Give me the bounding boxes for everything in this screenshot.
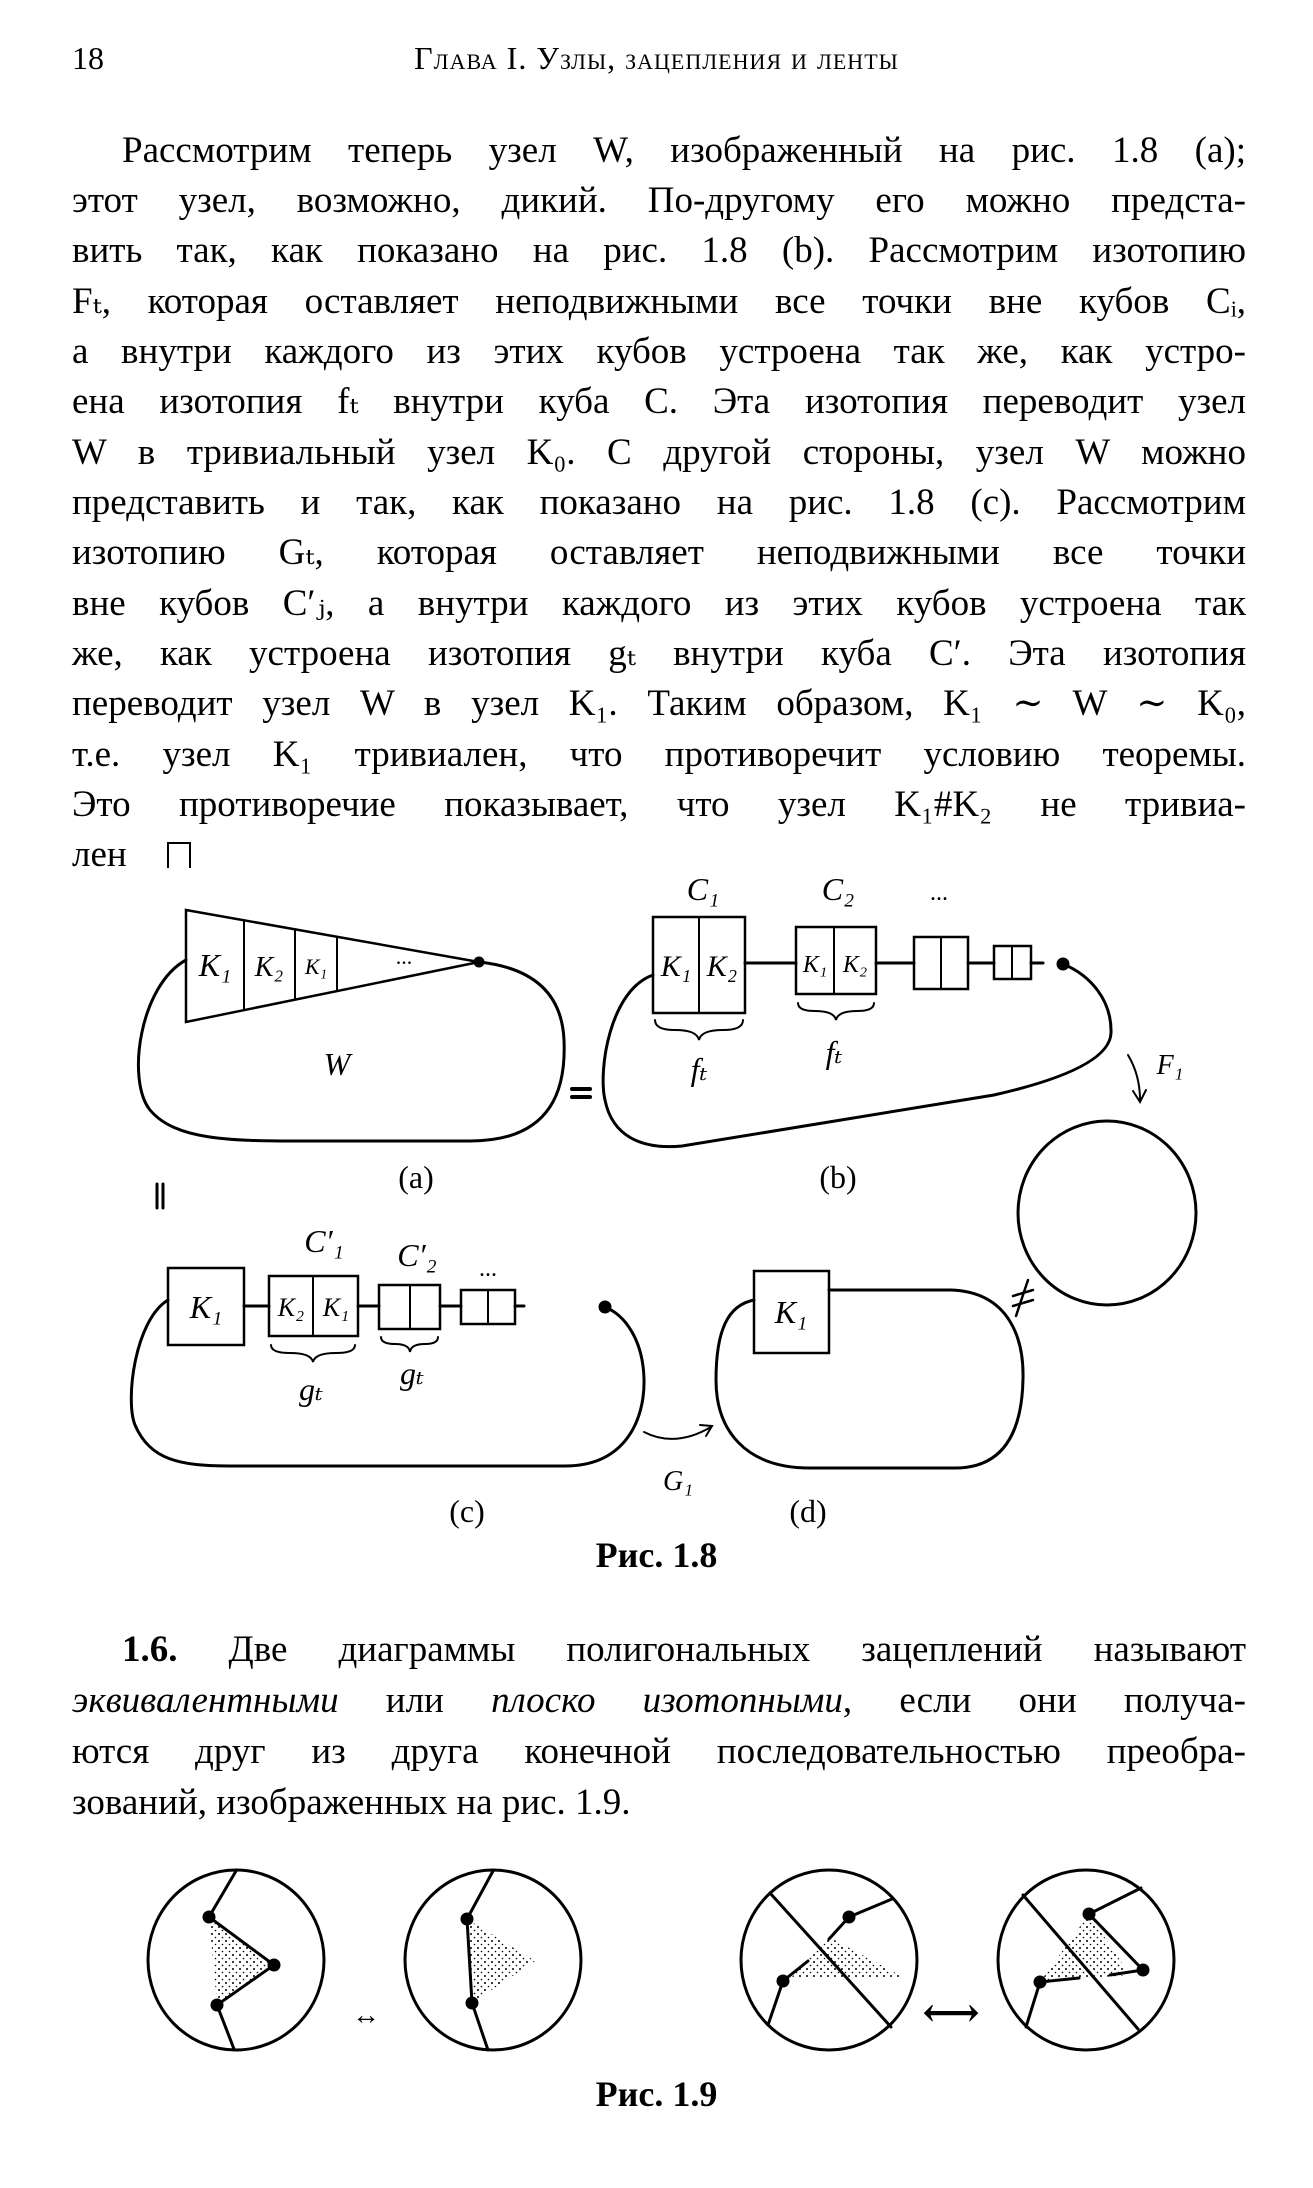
brace-label: fₜ [691,1051,708,1087]
text-line: Это противоречие показывает, что узел K₁… [72,784,1246,825]
page-number: 18 [72,40,104,76]
section-number: 1.6. [122,1629,178,1670]
qed-box-icon [166,842,191,868]
text-line-last: лен [72,830,1246,880]
text-line: Рассмотрим теперь узел W, изображенный н… [122,130,1246,171]
term-equivalent: эквивалентными [72,1680,339,1721]
text-fragment: Две диаграммы полигональных зацеплений н… [228,1629,1247,1670]
text-line: представить и так, как показано на рис. … [72,482,1246,523]
ellipsis-label: ... [396,944,413,969]
diagram-c [129,1266,714,1468]
text-line: эквивалентными или плоско изотопными, ес… [72,1676,1246,1726]
text-line: переводит узел W в узел K₁. Таким образо… [72,683,1246,724]
brace-label: gₜ [400,1355,424,1391]
cell-label: K₂ [706,950,737,983]
cell-label: K₁ [189,1289,222,1325]
cube-label: C₂ [822,871,854,907]
brace-icon [797,1002,875,1021]
text-line: этот узел, возможно, дикий. По-другому е… [72,180,1246,221]
running-title: Глава I. Узлы, зацепления и ленты [414,40,899,76]
subfigure-label-d: (d) [789,1493,826,1529]
knot-loop-b [601,962,1113,1149]
ellipsis-label: ... [479,1256,497,1282]
arrow-g-label: G₁ [663,1466,693,1497]
cube-label: C′₂ [397,1237,436,1273]
figure-1-9-diagram-1 [146,1868,326,2052]
knot-loop-c [129,1298,646,1468]
text-fragment: лен [72,834,127,875]
text-line: изотопию Gₜ, которая оставляет неподвижн… [72,532,1246,573]
brace-icon [654,1019,744,1041]
text-line: вить так, как показано на рис. 1.8 (b). … [72,230,1246,271]
knot-loop-a [137,958,566,1143]
cell-label: K₁ [198,947,231,983]
brace-label: gₜ [299,1371,323,1407]
text-fragment: или [338,1680,492,1721]
diagram-a [137,908,566,1143]
figure-1-9-diagram-3 [739,1868,919,2052]
cell-label: K₂ [842,952,867,978]
cell-label: K₂ [254,952,284,983]
text-line: т.е. узел K₁ тривиален, что противоречит… [72,734,1246,775]
cell-label: K₁ [304,954,327,979]
cell-label: K₁ [802,952,827,978]
text-line: зований, изображенных на рис. 1.9. [72,1782,631,1823]
figure-caption-1-9: Рис. 1.9 [595,2074,718,2114]
text-line: вне кубов C′ⱼ, а внутри каждого из этих … [72,583,1246,624]
brace-icon [270,1344,356,1363]
figure-caption-1-8: Рис. 1.8 [595,1535,718,1575]
text-line: ена изотопия fₜ внутри куба C. Эта изото… [72,381,1246,422]
figure-1-9-diagram-4 [996,1868,1176,2052]
cube-label: C₁ [687,871,719,907]
trivial-knot-circle [1016,1119,1198,1307]
cell-label: K₂ [277,1293,304,1322]
double-arrow-icon: ⟷ [922,1990,979,2035]
brace-label: fₜ [826,1034,843,1070]
text-line: Fₜ, которая оставляет неподвижными все т… [72,281,1246,322]
diagram-d [714,1269,1025,1470]
brace-icon [380,1336,439,1353]
cube-label: C′₁ [304,1223,343,1259]
cell-label: K₁ [774,1294,807,1330]
double-arrow-icon: ↔ [352,2000,380,2031]
ellipsis-label: ... [930,880,948,906]
term-planar-isotopic: плоско изотопными [491,1680,843,1721]
subfigure-label-b: (b) [819,1159,856,1195]
diagram-b [601,915,1147,1149]
text-line: а внутри каждого из этих кубов устроена … [72,331,1246,372]
cell-label: K₁ [660,950,691,983]
text-line: ются друг из друга конечной последовател… [72,1731,1246,1772]
text-line: 1.6. Две диаграммы полигональных зацепле… [122,1625,1246,1675]
knot-loop-d [714,1288,1025,1470]
text-line: же, как устроена изотопия gₜ внутри куба… [72,633,1246,674]
text-fragment: , если они получа- [842,1680,1246,1721]
text-line: W в тривиальный узел K₀. С другой сторон… [72,432,1246,473]
knot-name-label: W [324,1046,354,1082]
not-equal-icon [1011,1278,1035,1318]
subfigure-label-a: (a) [398,1159,434,1195]
cell-label: K₁ [322,1293,349,1322]
arrow-f-label: F₁ [1156,1050,1184,1081]
subfigure-label-c: (c) [449,1493,485,1529]
trapezoid-shape [184,908,480,1024]
figure-1-9-diagram-2 [403,1868,583,2052]
